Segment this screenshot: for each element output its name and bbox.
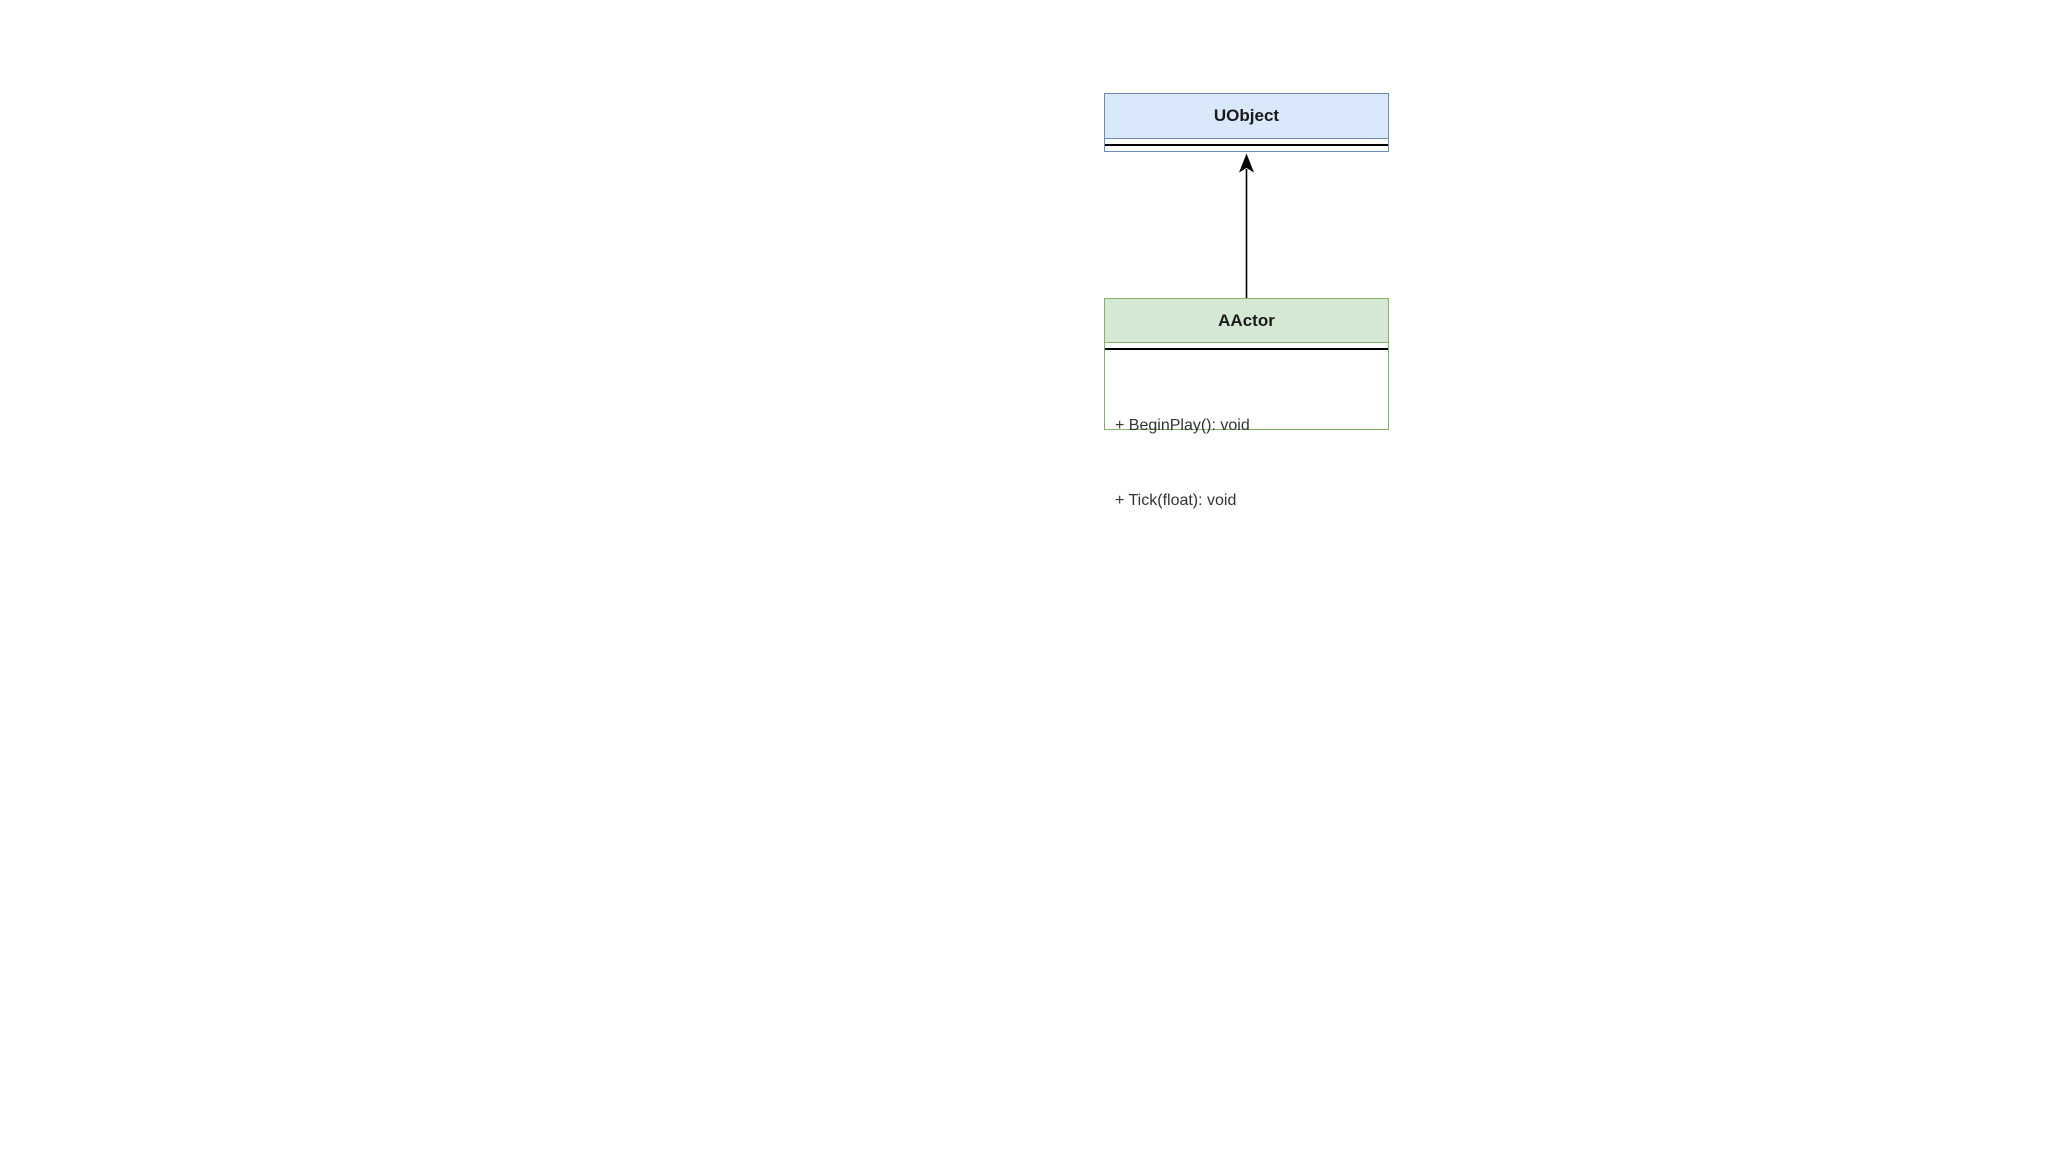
compartment-divider — [1105, 348, 1388, 350]
inheritance-edge[interactable] — [1239, 153, 1254, 299]
compartment-spacer — [1105, 343, 1388, 348]
class-title-uobject: UObject — [1105, 94, 1388, 139]
member-method: + BeginPlay(): void — [1115, 417, 1250, 434]
members-compartment: + BeginPlay(): void + Tick(float): void — [1105, 350, 1388, 563]
class-node-uobject[interactable]: UObject — [1104, 93, 1389, 152]
inheritance-arrowhead-icon — [1239, 153, 1254, 173]
member-method: + Tick(float): void — [1115, 492, 1237, 509]
class-title-aactor: AActor — [1105, 299, 1388, 343]
compartment-divider — [1105, 144, 1388, 146]
compartment-spacer — [1105, 139, 1388, 144]
class-node-aactor[interactable]: AActor + BeginPlay(): void + Tick(float)… — [1104, 298, 1389, 509]
